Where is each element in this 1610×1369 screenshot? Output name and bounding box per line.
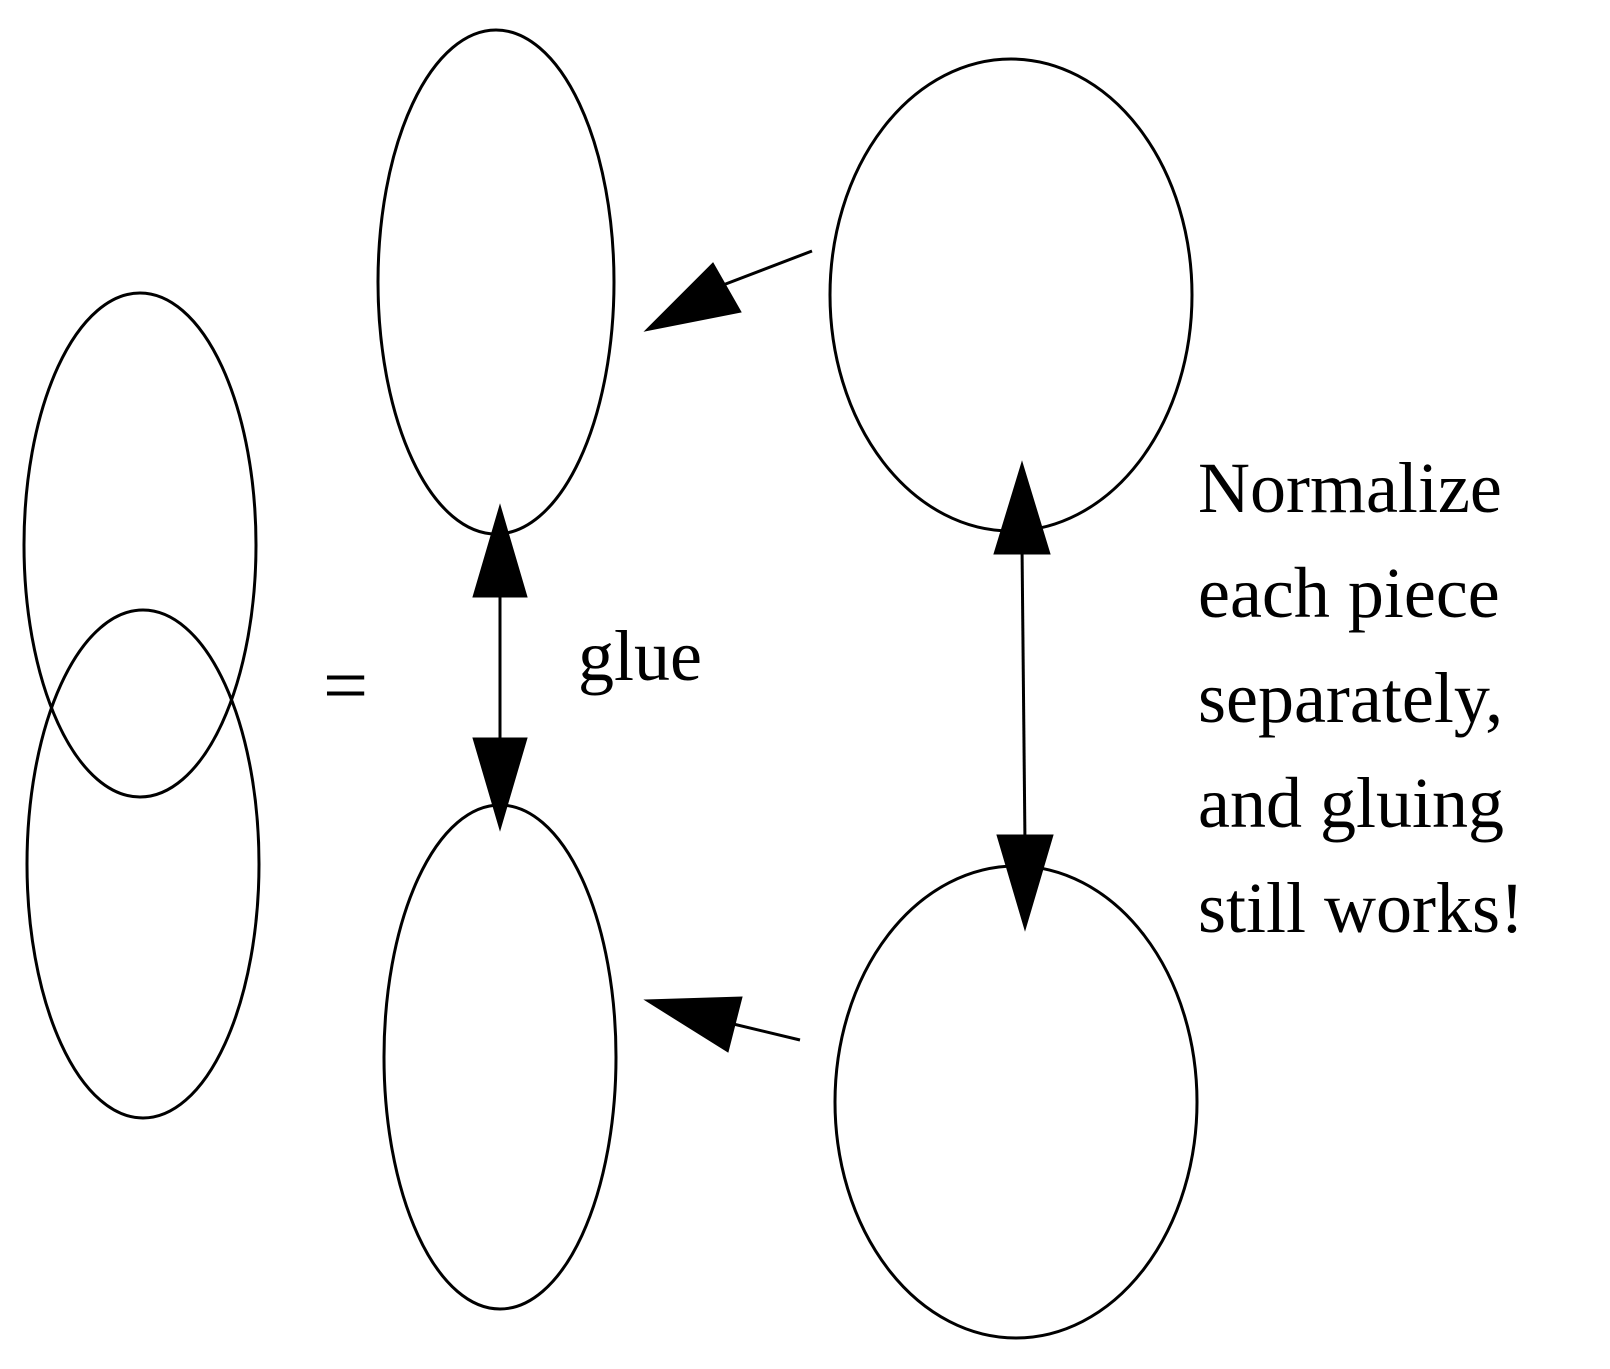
caption-line-2: each piece: [1198, 553, 1500, 633]
overlapping-loops: [22, 291, 261, 1120]
middle-top-ellipse: [376, 28, 616, 536]
caption-line-3: separately,: [1198, 658, 1503, 738]
upper-loop-ellipse: [22, 291, 258, 799]
top-mapping-arrowhead: [643, 262, 742, 332]
equals-sign: =: [323, 642, 368, 730]
caption-line-1: Normalize: [1198, 448, 1502, 528]
glue-double-arrow: [472, 503, 528, 832]
right-pieces: [828, 57, 1199, 1340]
top-mapping-shaft: [709, 249, 813, 292]
caption-line-4: and gluing: [1198, 763, 1504, 843]
right-double-arrow: [993, 460, 1054, 932]
caption-line-5: still works!: [1198, 868, 1524, 948]
bottom-mapping-arrow: [643, 996, 801, 1053]
lower-loop-ellipse: [25, 608, 261, 1120]
right-top-ellipse: [828, 57, 1194, 533]
bottom-mapping-arrowhead: [643, 996, 743, 1053]
glue-label: glue: [578, 616, 702, 696]
glue-arrowhead-down: [472, 737, 528, 832]
right-bottom-ellipse: [833, 864, 1199, 1340]
top-mapping-arrow: [643, 249, 813, 332]
glue-arrowhead-up: [472, 503, 528, 598]
right-arrowhead-down: [996, 834, 1054, 932]
middle-bottom-ellipse: [382, 803, 618, 1311]
right-arrowhead-up: [993, 460, 1051, 555]
bottom-mapping-shaft: [724, 1020, 801, 1042]
right-arrow-shaft: [1020, 544, 1027, 846]
